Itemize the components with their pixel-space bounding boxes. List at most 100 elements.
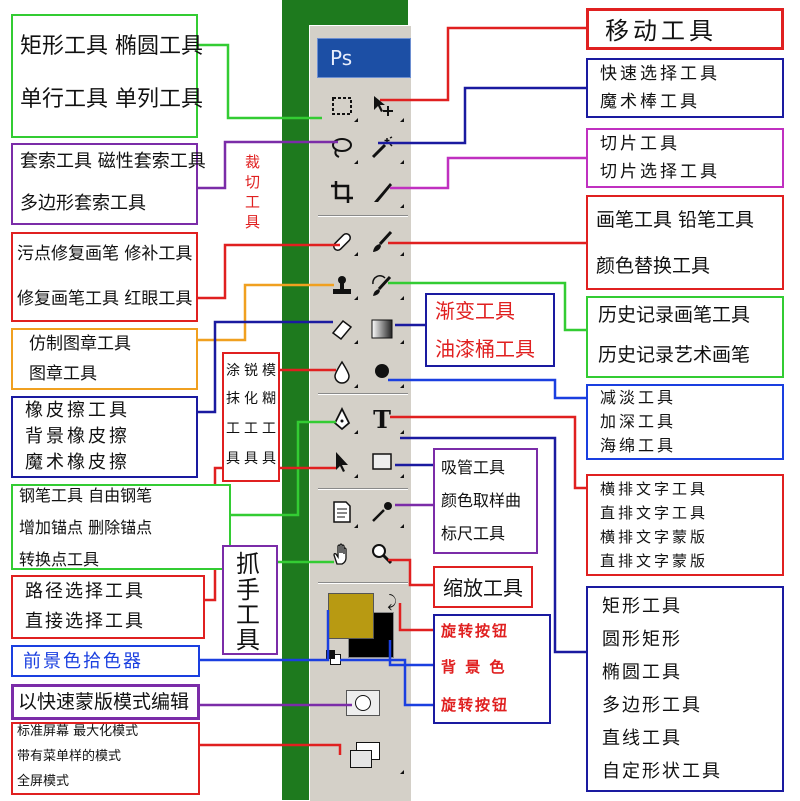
label-text: 化 — [244, 391, 258, 407]
label-text: 移动工具 — [605, 17, 717, 45]
label-text: 切片工具 — [600, 134, 680, 154]
label-text: 油漆桶工具 — [435, 337, 535, 361]
marquee-label-box: 矩形工具 椭圆工具 单行工具 单列工具 — [11, 14, 203, 138]
label-text: 海绵工具 — [600, 436, 677, 455]
dodge-label-box: 减淡工具 加深工具 海绵工具 — [586, 384, 784, 460]
wand-label-box: 快速选择工具 魔术棒工具 — [586, 58, 784, 118]
crop-icon[interactable] — [328, 178, 356, 206]
pen-label-box: 钢笔工具 自由钢笔 增加锚点 删除锚点 转换点工具 — [11, 484, 231, 570]
eraser-label-box: 橡皮擦工具 背景橡皮擦 魔术橡皮擦 — [11, 396, 198, 478]
label-text: 多边形套索工具 — [20, 193, 146, 214]
brush-label-box: 画笔工具 铅笔工具 颜色替换工具 — [586, 195, 784, 290]
path-label-box: 路径选择工具 直接选择工具 — [11, 575, 205, 639]
label-text: 矩形工具 — [602, 596, 682, 617]
label-text: 渐变工具 — [435, 299, 515, 323]
flyout-triangle-icon — [400, 340, 404, 344]
flyout-triangle-icon — [400, 252, 404, 256]
eyedropper-icon[interactable] — [368, 498, 396, 526]
swap-label-box: 旋转按钮 背 景 色 旋转按钮 — [433, 614, 551, 724]
type-icon[interactable]: T — [373, 404, 391, 434]
eyedropper-label-box: 吸管工具 颜色取样曲 标尺工具 — [433, 448, 538, 554]
screen-mode-icon[interactable] — [348, 742, 382, 768]
flyout-triangle-icon — [400, 384, 404, 388]
flyout-triangle-icon — [354, 118, 358, 122]
label-text: 自定形状工具 — [602, 761, 722, 782]
flyout-triangle-icon — [400, 770, 404, 774]
tool-separator — [318, 393, 408, 395]
brush-icon[interactable] — [368, 228, 396, 256]
label-text: 工 — [226, 421, 240, 437]
label-text: 直接选择工具 — [25, 611, 145, 632]
label-text: 转换点工具 — [19, 550, 100, 569]
history-brush-icon[interactable] — [368, 272, 396, 300]
label-text: 魔术棒工具 — [600, 92, 700, 112]
label-text: 以快速蒙版模式编辑 — [18, 691, 190, 713]
flyout-triangle-icon — [354, 252, 358, 256]
flyout-triangle-icon — [354, 340, 358, 344]
label-text: 手 — [236, 576, 260, 604]
move-label-box: 移动工具 — [586, 8, 784, 50]
label-text: 套索工具 磁性套索工具 — [20, 151, 206, 172]
label-text: 修复画笔工具 红眼工具 — [17, 289, 193, 309]
leader-line — [388, 378, 586, 400]
label-text: 直排文字工具 — [600, 504, 709, 522]
foreground-color-swatch[interactable] — [328, 593, 374, 639]
stamp-label-box: 仿制图章工具 图章工具 — [11, 328, 198, 390]
label-text: 颜色取样曲 — [441, 491, 522, 510]
label-text: 图章工具 — [29, 364, 97, 384]
foreground-label-box: 前景色拾色器 — [11, 645, 200, 677]
eraser-icon[interactable] — [328, 315, 356, 343]
lasso-icon[interactable] — [328, 134, 356, 162]
label-text: 前景色拾色器 — [23, 651, 143, 672]
label-text: 切片选择工具 — [600, 162, 720, 182]
notes-icon[interactable] — [328, 498, 356, 526]
hand-icon[interactable] — [328, 540, 356, 568]
shape-rectangle-icon[interactable] — [368, 448, 396, 476]
tool-separator — [318, 488, 408, 490]
label-text: 抓 — [236, 550, 260, 578]
flyout-triangle-icon — [400, 118, 404, 122]
swap-colors-icon[interactable]: ⤸ — [387, 592, 397, 611]
marquee-icon[interactable] — [328, 92, 356, 120]
type-label-box: 横排文字工具 直排文字工具 横排文字蒙版 直排文字蒙版 — [586, 474, 784, 576]
path-selection-icon[interactable] — [328, 448, 356, 476]
flyout-triangle-icon — [354, 430, 358, 434]
flyout-triangle-icon — [354, 296, 358, 300]
pen-icon[interactable] — [328, 405, 356, 433]
label-text: 工 — [244, 421, 258, 437]
gradient-icon[interactable] — [368, 315, 396, 343]
label-text: 全屏模式 — [17, 774, 70, 789]
label-text: 模 — [262, 363, 276, 379]
label-text: 切 — [245, 173, 261, 191]
crop-label: 裁 切 工 具 — [238, 150, 266, 235]
label-text: 椭圆工具 — [602, 662, 682, 683]
default-colors-icon[interactable] — [326, 650, 341, 665]
quickmask-label-box: 以快速蒙版模式编辑 — [11, 684, 200, 720]
label-text: 减淡工具 — [600, 388, 677, 407]
blur-icon[interactable] — [328, 358, 356, 386]
quick-mask-icon[interactable] — [346, 690, 380, 716]
photoshop-logo[interactable]: Ps — [317, 38, 411, 78]
shape-label-box: 矩形工具 圆形矩形 椭圆工具 多边形工具 直线工具 自定形状工具 — [586, 586, 784, 792]
label-text: 增加锚点 删除锚点 — [19, 518, 153, 537]
label-text: 具 — [245, 213, 261, 231]
label-text: 颜色替换工具 — [596, 255, 711, 277]
label-text: 历史记录艺术画笔 — [598, 344, 751, 366]
magic-wand-icon[interactable] — [368, 134, 396, 162]
label-text: 旋转按钮 — [441, 696, 510, 714]
zoom-icon[interactable] — [368, 540, 396, 568]
flyout-triangle-icon — [354, 160, 358, 164]
label-text: 多边形工具 — [602, 695, 702, 716]
lasso-label-box: 套索工具 磁性套索工具 多边形套索工具 — [11, 143, 206, 225]
healing-brush-icon[interactable] — [328, 228, 356, 256]
dodge-icon[interactable] — [368, 358, 396, 386]
slice-icon[interactable] — [368, 178, 396, 206]
tool-separator — [318, 582, 408, 584]
label-text: 吸管工具 — [441, 458, 506, 477]
stamp-icon[interactable] — [328, 272, 356, 300]
flyout-triangle-icon — [400, 204, 404, 208]
slice-label-box: 切片工具 切片选择工具 — [586, 128, 784, 188]
move-icon[interactable] — [368, 92, 396, 120]
label-text: 标准屏幕 最大化模式 — [17, 724, 139, 739]
flyout-triangle-icon — [400, 474, 404, 478]
